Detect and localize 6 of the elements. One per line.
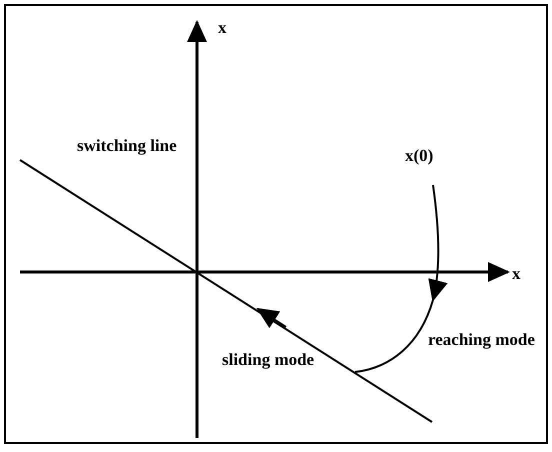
line-label: switching line <box>77 136 177 156</box>
point-label: x(0) <box>405 146 434 166</box>
mode-label: reaching mode <box>428 330 535 350</box>
mode-label: sliding mode <box>222 350 314 370</box>
axis-label: x <box>218 18 226 38</box>
axis-label: x <box>512 264 520 284</box>
